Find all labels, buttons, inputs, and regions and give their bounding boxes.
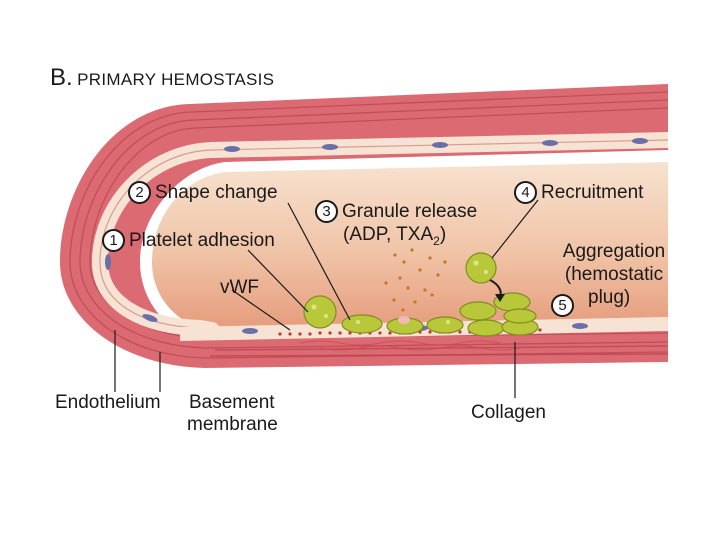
step-4-number: 4	[514, 181, 537, 204]
basement-membrane-label-line1: Basement	[189, 392, 275, 413]
step-5-label-line1: Aggregation	[562, 241, 666, 262]
figure-letter: B.	[50, 64, 73, 91]
step-3-number: 3	[315, 200, 338, 223]
step-5-number: 5	[551, 294, 574, 317]
platelet-granule-spots	[311, 260, 488, 324]
step-3-sub-prefix: (ADP, TXA	[343, 224, 434, 245]
step-5-label-line3: plug)	[588, 287, 631, 308]
platelets	[303, 252, 539, 337]
endothelial-nuclei	[105, 138, 648, 334]
granule-dots	[384, 248, 447, 312]
collagen-label: Collagen	[471, 402, 546, 423]
vessel-lumen	[152, 162, 668, 330]
recruitment-arrow	[489, 279, 505, 302]
endothelium-label: Endothelium	[55, 392, 161, 413]
degranulating-platelet	[398, 316, 410, 324]
step-3-text: Granule release	[342, 201, 478, 222]
collagen-fibers	[299, 340, 521, 351]
figure-title: B. PRIMARY HEMOSTASIS	[50, 64, 274, 92]
step-3-sub-suffix: )	[439, 224, 447, 245]
step-4-text: Recruitment	[541, 182, 644, 203]
step-2-text: Shape change	[155, 182, 278, 203]
step-5-number-wrap: 5	[551, 294, 578, 317]
step-3-sub-subscript: 2	[433, 233, 440, 248]
basement-membrane-label-line2: membrane	[187, 414, 278, 435]
platelet-recruited	[465, 252, 497, 284]
step-1-text: Platelet adhesion	[129, 230, 275, 251]
vwf-label: vWF	[220, 277, 260, 298]
step-5-label-line2: (hemostatic	[564, 264, 664, 285]
step-2-number: 2	[128, 181, 151, 204]
leader-lines	[114, 199, 539, 398]
platelet-shape-change	[303, 295, 337, 329]
step-1-number: 1	[102, 229, 125, 252]
step-3-sublabel: (ADP, TXA2)	[343, 224, 447, 248]
figure-title-text: PRIMARY HEMOSTASIS	[77, 70, 275, 89]
